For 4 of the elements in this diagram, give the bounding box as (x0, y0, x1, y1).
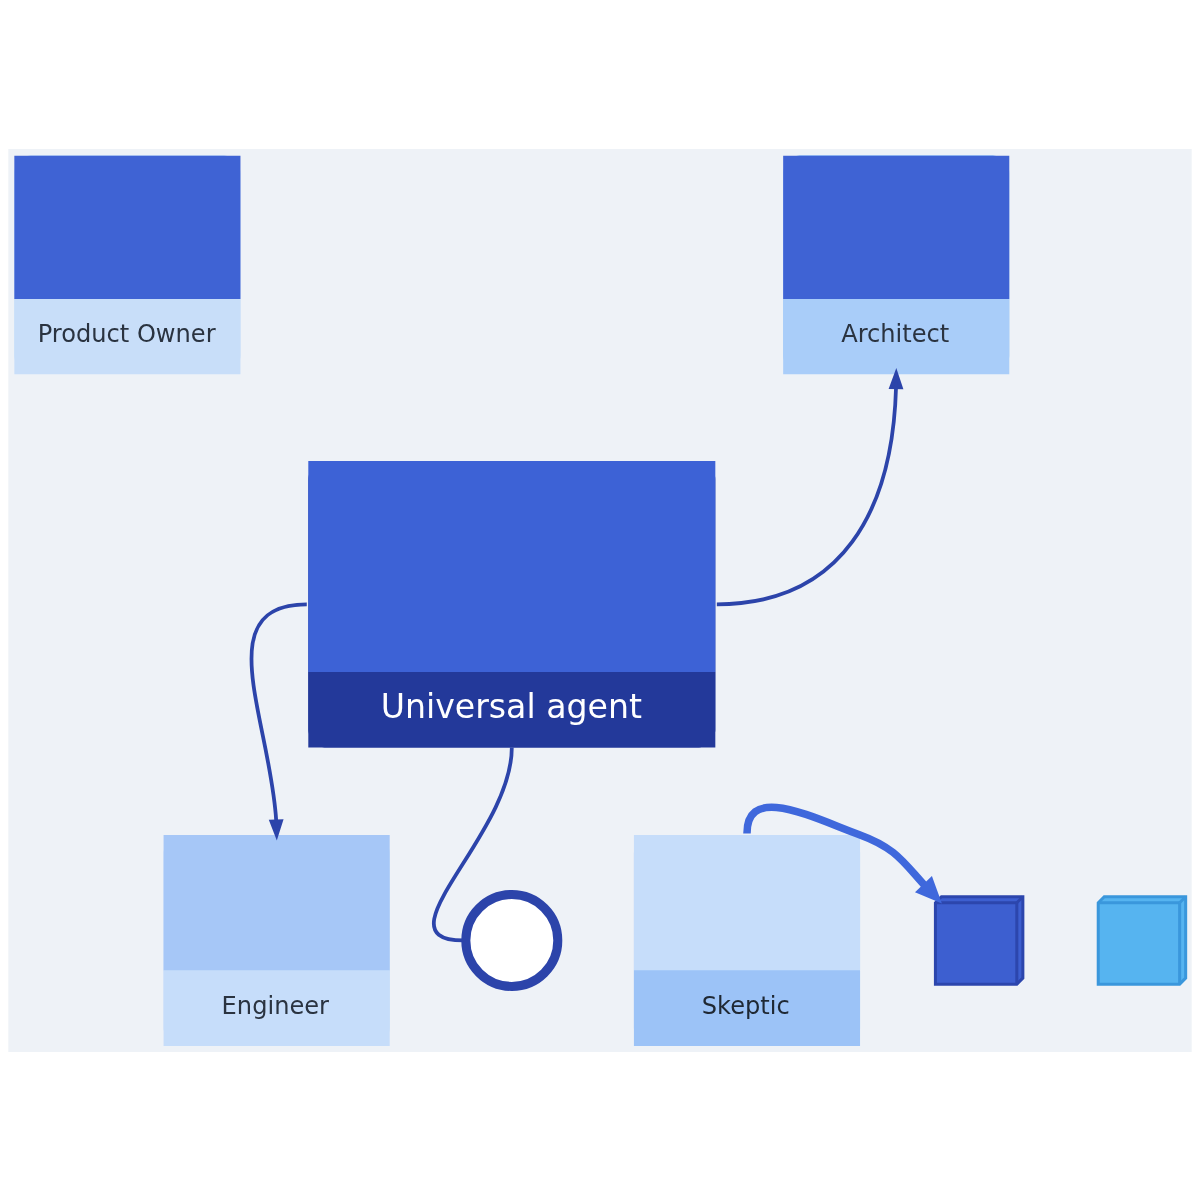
arrow (249, 601, 307, 841)
node-circle (461, 889, 563, 991)
arrow (716, 367, 904, 606)
connector (432, 746, 514, 942)
